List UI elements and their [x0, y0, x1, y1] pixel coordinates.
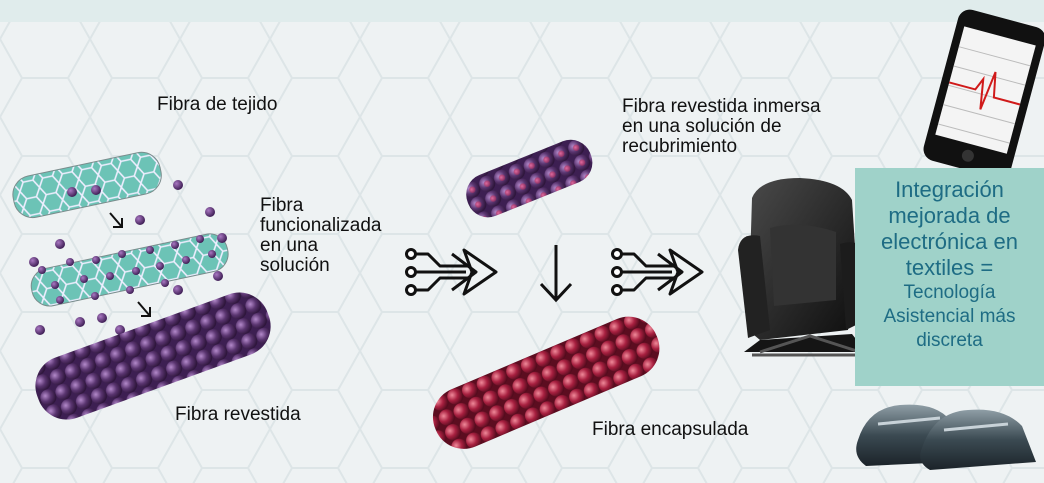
circuit-arrow-icon: [405, 248, 498, 296]
immersed-fiber-line-2: en una solución de: [622, 116, 782, 137]
immersed-fiber-line-3: recubrimiento: [622, 136, 738, 157]
fabric-fiber-label: Fibra de tejido: [157, 94, 278, 115]
panel-line-2: mejorada de: [888, 203, 1011, 228]
benefit-panel: Integración mejorada de electrónica en t…: [855, 168, 1044, 386]
encapsulated-fiber: [432, 316, 660, 449]
circuit-arrow-icon: [611, 248, 704, 296]
functionalized-fiber-line-3: en una: [260, 235, 319, 256]
top-band: [0, 0, 1044, 22]
fabric-fiber-tube: [12, 151, 162, 219]
smartphone-image: [923, 9, 1044, 179]
small-arrow-1: [109, 212, 123, 228]
panel-line-4: textiles =: [905, 255, 994, 280]
coated-fiber-label: Fibra revestida: [175, 404, 301, 425]
panel-line-5: Tecnología: [903, 282, 996, 303]
down-arrow-icon: [539, 245, 573, 303]
functionalized-fiber-line-2: funcionalizada: [260, 215, 382, 236]
functionalized-fiber-label: Fibra funcionalizada en una solución: [260, 196, 381, 276]
immersed-fiber-label: Fibra revestida inmersa en una solución …: [622, 97, 821, 157]
functionalized-fiber-line-4: solución: [260, 255, 330, 276]
small-arrow-2: [137, 301, 151, 317]
immersed-fiber: [466, 139, 593, 218]
shoes-image: [856, 404, 1036, 470]
functionalized-fiber-line-1: Fibra: [260, 195, 304, 216]
panel-line-7: discreta: [916, 330, 983, 351]
coated-fiber: [35, 292, 271, 420]
lift-recliner-chair-image: [738, 178, 870, 357]
functionalized-fiber: [29, 180, 229, 335]
immersed-fiber-line-1: Fibra revestida inmersa: [622, 96, 821, 117]
panel-line-6: Asistencial más: [883, 306, 1016, 327]
panel-line-3: electrónica en: [881, 229, 1018, 254]
encapsulated-fiber-label: Fibra encapsulada: [592, 419, 749, 440]
panel-line-1: Integración: [895, 177, 1004, 202]
